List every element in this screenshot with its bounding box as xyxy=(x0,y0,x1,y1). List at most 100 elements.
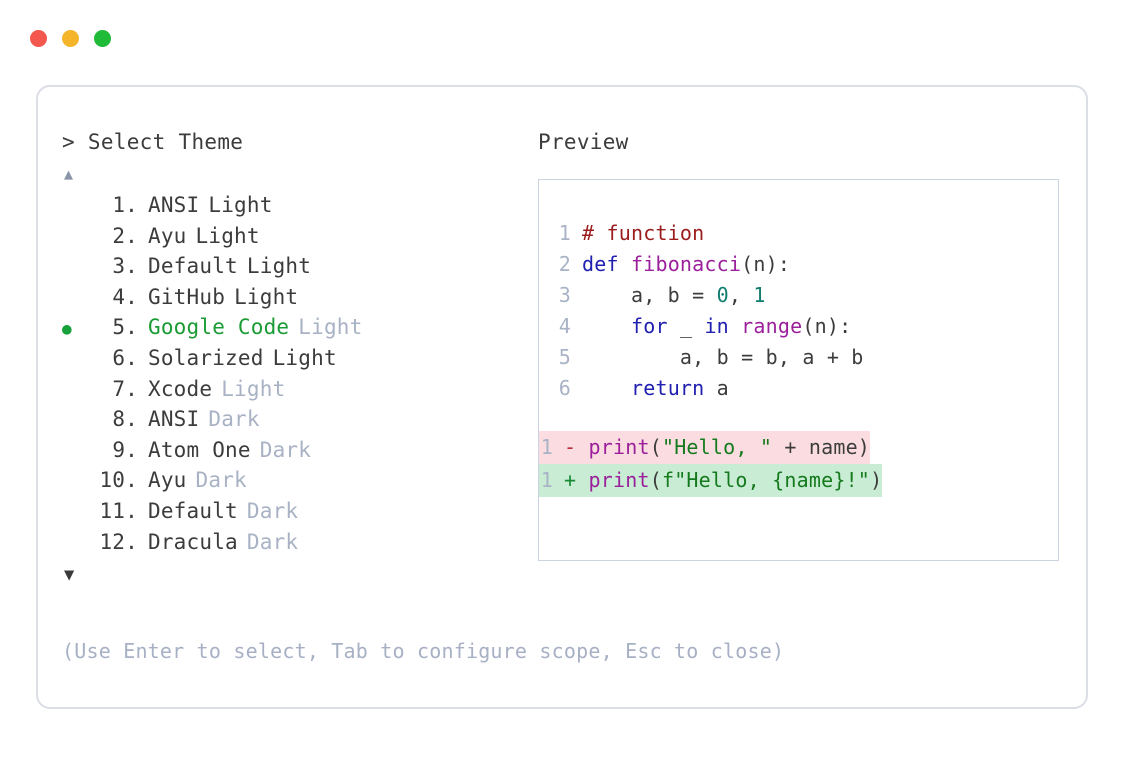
bullet-placeholder xyxy=(62,468,92,497)
theme-item-variant: Light xyxy=(195,223,260,248)
scroll-down-arrow-icon[interactable]: ▼ xyxy=(64,565,75,586)
theme-item-number: 10. xyxy=(99,468,138,493)
theme-item-number: 12. xyxy=(99,529,138,554)
theme-list-item[interactable]: 2. Ayu Light xyxy=(62,222,532,253)
theme-item-name: Google Code xyxy=(148,315,290,340)
line-number: 1 xyxy=(540,435,553,459)
code-token: range xyxy=(741,314,803,338)
diff-block: 1- print("Hello, " + name)1+ print(f"Hel… xyxy=(539,431,1058,497)
close-dot[interactable] xyxy=(30,30,47,47)
theme-item-name: Ayu xyxy=(148,223,187,248)
prompt-caret-icon: > xyxy=(62,130,75,154)
code-token: return xyxy=(630,376,705,400)
bullet-placeholder xyxy=(62,224,92,253)
bullet-placeholder xyxy=(62,530,92,559)
code-token: # function xyxy=(582,221,705,245)
theme-item-name: Default xyxy=(148,498,238,523)
diff-removed-line: 1- print("Hello, " + name) xyxy=(539,431,1058,464)
theme-item-variant: Light xyxy=(234,284,299,309)
bullet-placeholder xyxy=(62,346,92,375)
bullet-placeholder xyxy=(62,193,92,222)
bullet-placeholder xyxy=(62,499,92,528)
theme-item-number: 2. xyxy=(112,223,138,248)
code-token: f"Hello, {name}!" xyxy=(661,468,871,492)
keyboard-hint: (Use Enter to select, Tab to configure s… xyxy=(62,639,785,663)
theme-item-variant: Dark xyxy=(208,407,260,432)
theme-item-variant: Light xyxy=(246,254,312,279)
theme-item-number: 3. xyxy=(112,254,138,279)
theme-list-item[interactable]: 11. Default Dark xyxy=(62,497,532,528)
code-token: _ xyxy=(667,314,705,338)
theme-item-variant: Light xyxy=(208,193,273,217)
theme-item-number: 6. xyxy=(112,345,138,370)
theme-item-name: Atom One xyxy=(148,437,251,462)
theme-item-number: 11. xyxy=(99,498,138,523)
code-token: 1 xyxy=(753,283,766,307)
code-token: print xyxy=(588,468,650,492)
code-token: for xyxy=(630,314,668,338)
code-token: (n): xyxy=(741,252,791,276)
diff-added-line: 1+ print(f"Hello, {name}!") xyxy=(539,464,1058,497)
code-token xyxy=(582,314,631,338)
maximize-dot[interactable] xyxy=(94,30,111,47)
selected-bullet-icon: ● xyxy=(62,319,72,339)
line-number: 1 xyxy=(558,221,571,245)
theme-item-number: 4. xyxy=(112,284,138,309)
code-token: ( xyxy=(649,435,662,459)
code-token: "Hello, " xyxy=(661,435,773,459)
line-number: 1 xyxy=(540,468,553,492)
window-titlebar xyxy=(30,30,111,47)
code-token xyxy=(582,376,631,400)
theme-item-variant: Light xyxy=(272,345,337,370)
theme-item-variant: Light xyxy=(221,376,286,401)
code-token: print xyxy=(588,435,650,459)
scroll-up-arrow-icon[interactable]: ▲ xyxy=(64,165,74,183)
theme-list-item[interactable]: 12. Dracula Dark xyxy=(62,528,532,559)
line-number: 4 xyxy=(558,314,571,338)
bullet-placeholder xyxy=(62,407,92,436)
theme-list-item[interactable]: ● 5. Google Code Light xyxy=(62,313,532,344)
bullet-placeholder xyxy=(62,285,92,314)
code-line: 1 # function xyxy=(557,218,1058,249)
bullet-placeholder xyxy=(62,438,92,467)
select-theme-label: Select Theme xyxy=(87,130,244,154)
diff-highlight: 1- print("Hello, " + name) xyxy=(539,431,871,464)
theme-item-variant: Dark xyxy=(246,529,299,554)
theme-item-name: Ayu xyxy=(148,468,187,493)
theme-item-variant: Light xyxy=(298,315,363,340)
code-token: + name) xyxy=(772,435,871,459)
theme-item-name: Dracula xyxy=(148,529,238,554)
diff-plus-marker: + xyxy=(564,468,589,492)
line-number: 5 xyxy=(558,345,571,369)
diff-minus-marker: - xyxy=(564,435,589,459)
code-token: 0 xyxy=(716,283,729,307)
preview-label: Preview xyxy=(538,130,629,154)
code-line: 5 a, b = b, a + b xyxy=(557,342,1058,373)
line-number: 2 xyxy=(558,252,571,276)
theme-item-number: 5. xyxy=(112,315,138,340)
select-theme-prompt: > Select Theme xyxy=(62,129,532,155)
code-token: in xyxy=(704,314,729,338)
theme-item-variant: Dark xyxy=(246,498,299,523)
code-token: ( xyxy=(649,468,662,492)
theme-item-number: 1. xyxy=(112,193,138,217)
bullet-placeholder xyxy=(62,254,92,283)
line-number: 3 xyxy=(558,283,571,307)
code-line: 3 a, b = 0, 1 xyxy=(557,280,1058,311)
theme-item-number: 7. xyxy=(112,376,138,401)
minimize-dot[interactable] xyxy=(62,30,79,47)
code-token: a, b = xyxy=(582,283,717,307)
